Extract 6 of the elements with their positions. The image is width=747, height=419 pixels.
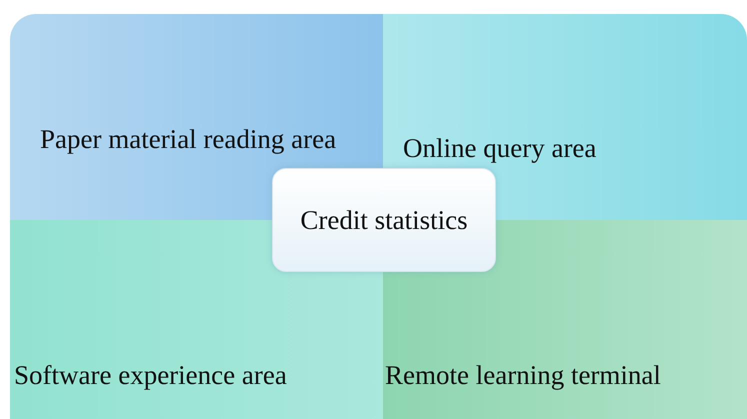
area-label: Remote learning terminal [385,359,661,392]
area-label: Credit statistics [300,204,468,237]
area-label: Software experience area [14,359,287,392]
area-label: Online query area [403,132,596,165]
area-label: Paper material reading area [40,122,336,156]
center-box [272,168,496,272]
